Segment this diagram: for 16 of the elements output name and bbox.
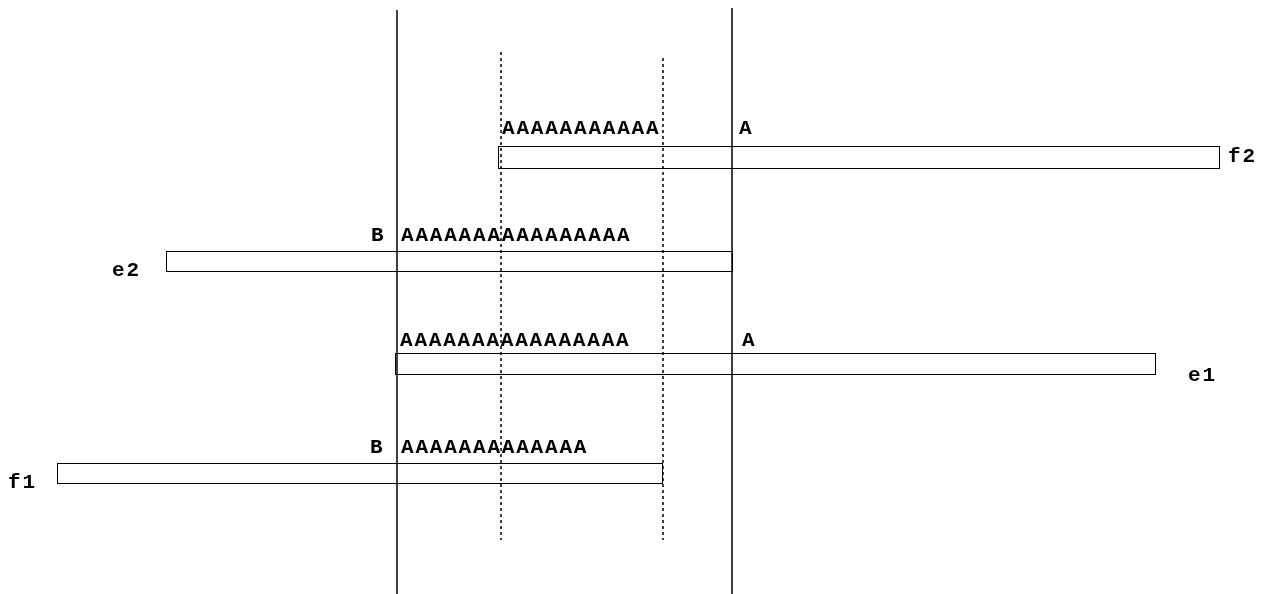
text-label: AAAAAAAAAAA [502,120,661,138]
text-label: f1 [8,474,37,492]
text-label: AAAAAAAAAAAAAAAA [400,332,631,350]
bar-rectangle [395,353,1156,375]
text-label: f2 [1228,148,1257,166]
text-label: e1 [1188,367,1217,385]
bar-rectangle [166,251,733,272]
text-label: AAAAAAAAAAAAA [401,439,589,457]
text-label: A [742,332,757,350]
bar-rectangle [57,463,663,484]
text-label: B [371,227,386,245]
text-label: B [370,439,385,457]
text-label: AAAAAAAAAAAAAAAA [401,227,632,245]
text-label: A [739,120,754,138]
bar-rectangle [498,146,1220,169]
text-label: e2 [112,262,141,280]
